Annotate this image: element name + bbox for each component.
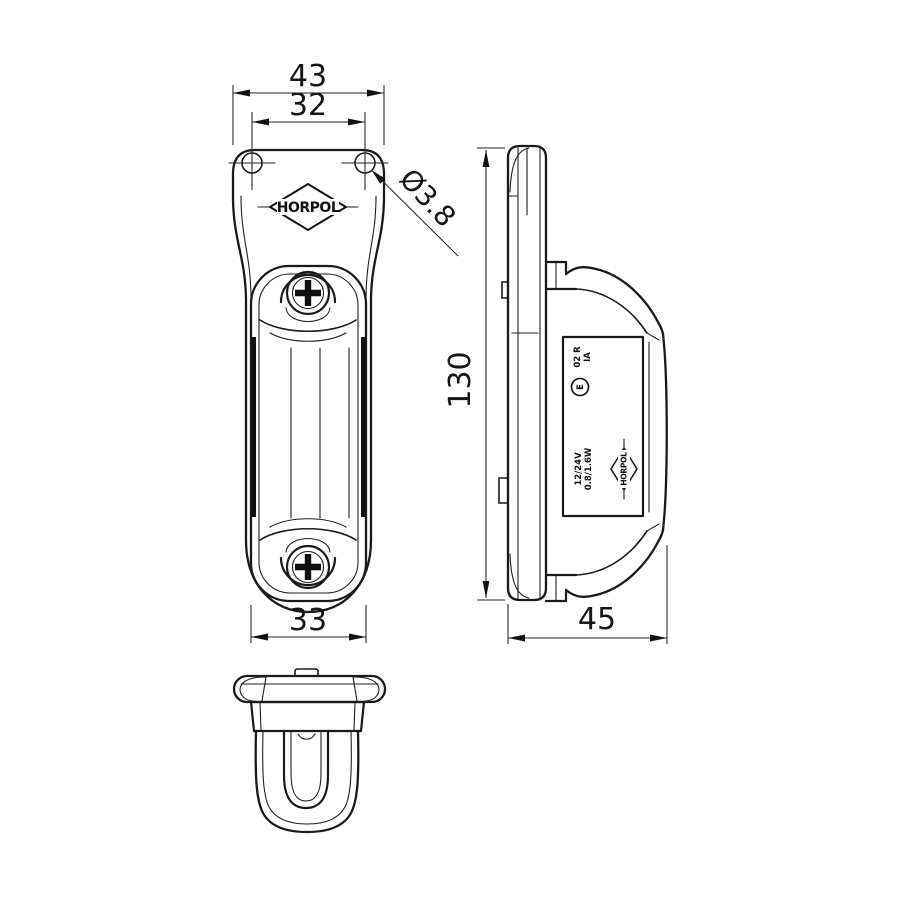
bottom-bar-separators [261,676,358,702]
lens-top-edge-inner [269,332,347,342]
screw-bottom [279,538,337,590]
horpol-logo-front: HORPOL [257,182,359,232]
front-view: HORPOL [228,59,463,643]
dim-hole-diameter-label: Ø3.8 [393,162,463,233]
lens-bottom-edge [259,528,357,541]
side-lamp-body [561,335,645,518]
screw-top [279,270,337,322]
side-upper-arm [544,260,665,341]
voltage-markings: 12/24V 0.8/1.6W [574,447,594,490]
dimension-130: 130 [443,147,505,601]
dimension-32: 32 [251,88,366,190]
bottom-top-tab [294,668,319,677]
horpol-logo-side: HORPOL [610,438,638,500]
marking-voltage: 12/24V [574,452,584,486]
side-clip-lower [498,477,509,504]
bottom-plug-outer [282,729,330,810]
bottom-neck-contours [259,701,356,732]
bottom-view [232,668,387,834]
side-lens-dome [661,332,668,532]
lens-bottom-edge-inner [269,518,347,528]
front-taper-contour-right [365,195,377,301]
e-mark: E [570,377,590,397]
lens-top-edge [259,319,357,332]
phillips-screw-icon [295,554,321,580]
dimension-43: 43 [232,59,385,145]
bottom-neck-block [249,700,366,733]
dim-45-label: 45 [578,602,616,637]
dim-43-label: 43 [289,59,327,94]
approval-markings: 02 R IA E [570,346,593,397]
phillips-screw-icon [295,280,321,306]
lens-strip [290,347,350,519]
dim-33-label: 33 [289,603,327,638]
side-plate-bottom-chamfer [509,553,530,599]
bottom-plug-inner [290,730,322,802]
bottom-bar-cap-right [352,676,380,702]
side-clip-upper [501,281,509,299]
bottom-plug-notch [297,733,316,740]
bottom-body-outline [254,729,360,834]
side-plate-top-chamfer [509,147,530,193]
side-plate-contours [517,145,541,601]
horpol-logo-front-text: HORPOL [277,200,340,216]
dimension-33: 33 [250,603,367,643]
bottom-plate-bar [232,674,387,704]
side-lower-arm [544,523,665,603]
side-view: 02 R IA E 12/24V 0.8/1.6W HORPOL 130 [443,144,668,644]
bottom-body-inner [262,730,352,825]
front-outline [231,148,386,614]
horpol-logo-side-text: HORPOL [620,452,629,486]
dim-32-label: 32 [289,88,327,123]
side-plate-outline [506,144,548,602]
dimension-45: 45 [507,545,668,644]
bottom-bar-cap-left [239,676,267,702]
side-plate-ticks [507,195,539,334]
e-mark-letter: E [576,384,586,390]
dim-130-label: 130 [443,351,478,408]
front-taper-contour-left [240,195,252,301]
approval-line1: 02 R [573,346,583,368]
approval-line2: IA [583,352,593,362]
marking-power: 0.8/1.6W [584,447,594,490]
